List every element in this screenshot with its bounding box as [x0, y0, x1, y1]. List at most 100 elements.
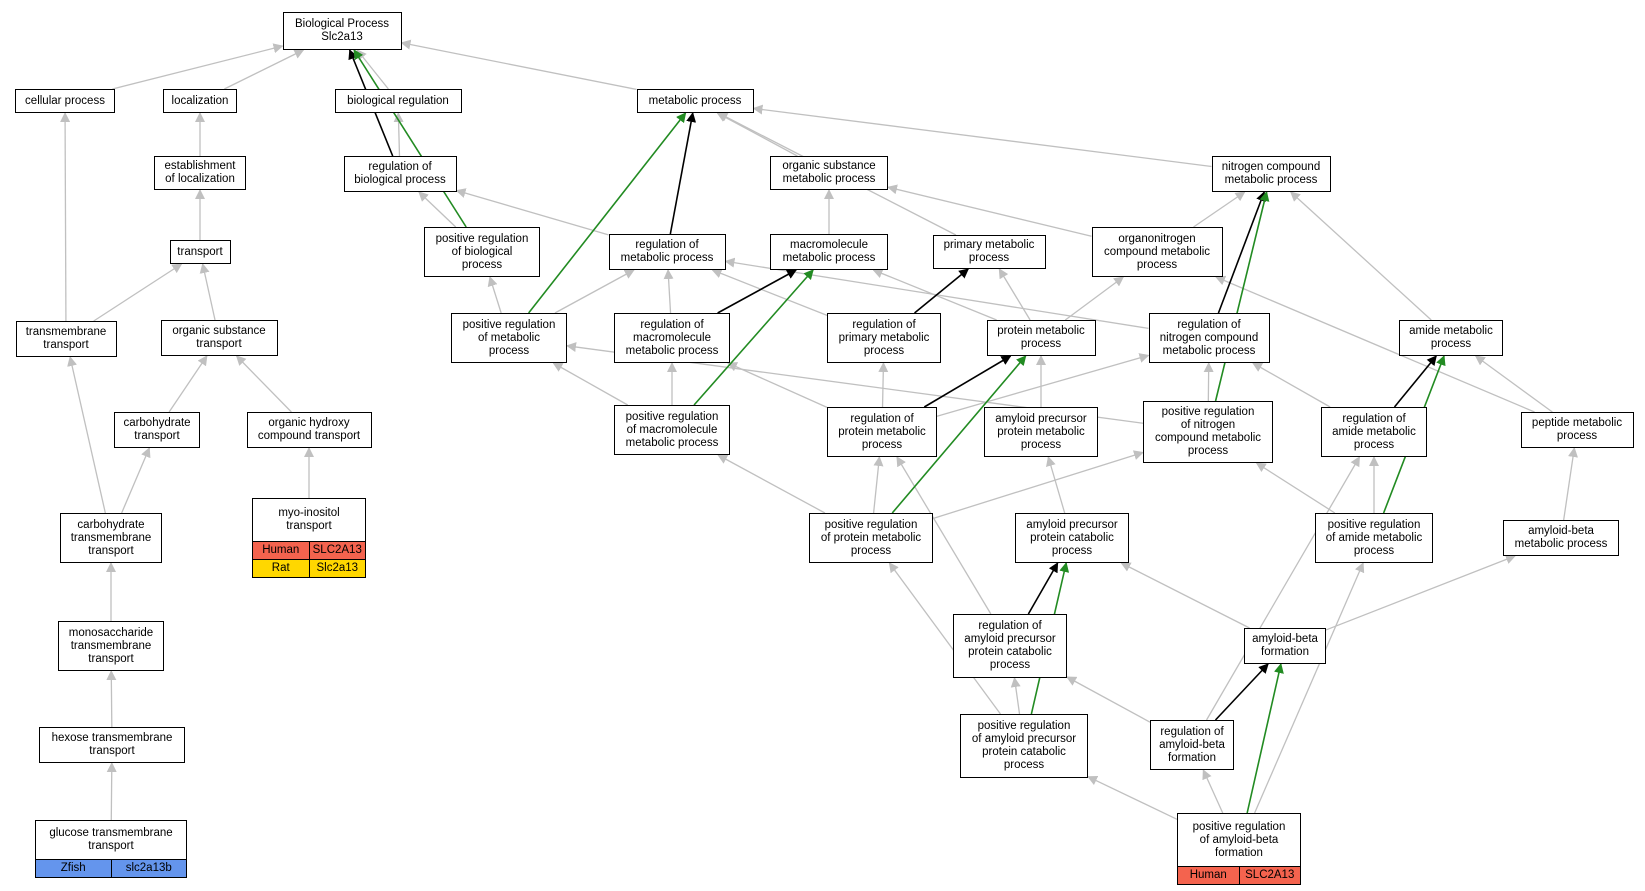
- edge-regulates: [923, 355, 1012, 408]
- edge-is-a: [1254, 562, 1365, 814]
- edge-is-a: [1252, 362, 1331, 408]
- go-term-biological-regulation[interactable]: biological regulation: [334, 89, 462, 113]
- edge-positively-regulates: [1246, 663, 1284, 814]
- edge-is-a: [93, 263, 183, 322]
- go-term-cellular-process[interactable]: cellular process: [15, 89, 115, 113]
- edge-positively-regulates: [693, 269, 814, 406]
- go-term-organic-substance-transport[interactable]: organic substance transport: [160, 320, 278, 356]
- go-term-positive-regulation-of-metabolic-process[interactable]: positive regulation of metabolic process: [451, 313, 567, 363]
- go-term-nitrogen-compound-metabolic-process[interactable]: nitrogen compound metabolic process: [1211, 156, 1331, 192]
- edge-is-a: [887, 184, 1092, 237]
- edge-is-a: [1325, 554, 1516, 631]
- species-cell: Human: [1178, 866, 1239, 884]
- go-term-label: myo-inositol transport: [278, 507, 340, 532]
- edge-is-a: [1046, 456, 1066, 514]
- go-term-primary-metabolic-process[interactable]: primary metabolic process: [932, 235, 1046, 269]
- go-term-amyloid-beta-formation[interactable]: amyloid-beta formation: [1244, 628, 1326, 664]
- go-term-monosaccharide-transmembrane-transport[interactable]: monosaccharide transmembrane transport: [58, 621, 164, 671]
- edge-is-a: [896, 456, 992, 615]
- edge-is-a: [1066, 676, 1151, 723]
- go-term-organic-substance-metabolic-process[interactable]: organic substance metabolic process: [770, 156, 888, 190]
- go-term-establishment-of-localization[interactable]: establishment of localization: [154, 156, 246, 190]
- edge-is-a: [1563, 447, 1578, 521]
- edge-is-a: [1010, 677, 1021, 715]
- edge-is-a: [554, 269, 635, 314]
- edge-is-a: [1087, 776, 1178, 820]
- edge-is-a: [1120, 562, 1250, 629]
- go-term-amide-metabolic-process[interactable]: amide metabolic process: [1399, 320, 1503, 356]
- species-cell: Zfish: [36, 859, 111, 877]
- go-term-positive-regulation-of-macromolecule-metabolic-process[interactable]: positive regulation of macromolecule met…: [614, 405, 730, 455]
- go-term-regulation-of-nitrogen-compound-metabolic-process[interactable]: regulation of nitrogen compound metaboli…: [1148, 313, 1270, 363]
- go-term-regulation-of-amyloid-beta-formation[interactable]: regulation of amyloid-beta formation: [1150, 720, 1234, 770]
- go-term-regulation-of-amyloid-precursor-protein-catabolic-process[interactable]: regulation of amyloid precursor protein …: [953, 614, 1067, 678]
- go-term-protein-metabolic-process[interactable]: protein metabolic process: [986, 320, 1096, 356]
- edge-is-a: [932, 450, 1144, 520]
- edge-is-a: [106, 670, 117, 728]
- go-term-hexose-transmembrane-transport[interactable]: hexose transmembrane transport: [39, 727, 185, 763]
- go-term-positive-regulation-of-amyloid-beta-formation[interactable]: positive regulation of amyloid-beta form…: [1177, 813, 1301, 885]
- edge-positively-regulates: [891, 355, 1027, 514]
- edge-positively-regulates: [527, 112, 687, 314]
- edge-regulates: [914, 268, 970, 314]
- edge-is-a: [872, 268, 997, 321]
- gene-cell: slc2a13b: [110, 859, 186, 877]
- edge-is-a: [936, 353, 1150, 417]
- go-term-positive-regulation-of-nitrogen-compound-metabolic-process[interactable]: positive regulation of nitrogen compound…: [1143, 401, 1273, 463]
- go-term-regulation-of-protein-metabolic-process[interactable]: regulation of protein metabolic process: [827, 407, 937, 457]
- edge-is-a: [356, 49, 389, 90]
- go-term-label: glucose transmembrane transport: [49, 827, 173, 852]
- edge-positively-regulates: [1214, 191, 1270, 402]
- go-term-organic-hydroxy-compound-transport[interactable]: organic hydroxy compound transport: [246, 412, 372, 448]
- edge-is-a: [1064, 276, 1125, 321]
- go-term-regulation-of-primary-metabolic-process[interactable]: regulation of primary metabolic process: [827, 313, 941, 363]
- edge-is-a: [552, 362, 629, 406]
- species-cell: Human: [253, 541, 309, 560]
- edge-is-a: [1255, 462, 1336, 514]
- go-term-localization[interactable]: localization: [163, 89, 237, 113]
- go-term-positive-regulation-of-biological-process[interactable]: positive regulation of biological proces…: [424, 227, 540, 277]
- edge-is-a: [112, 43, 284, 90]
- go-term-root[interactable]: Biological Process Slc2a13: [282, 12, 402, 50]
- go-term-positive-regulation-of-protein-metabolic-process[interactable]: positive regulation of protein metabolic…: [809, 513, 933, 563]
- go-term-carbohydrate-transmembrane-transport[interactable]: carbohydrate transmembrane transport: [60, 513, 162, 563]
- go-term-regulation-of-metabolic-process[interactable]: regulation of metabolic process: [608, 234, 726, 270]
- edge-is-a: [716, 112, 798, 157]
- go-term-metabolic-process[interactable]: metabolic process: [636, 89, 754, 113]
- edge-is-a: [726, 362, 828, 408]
- edge-is-a: [1474, 355, 1553, 413]
- go-term-regulation-of-amide-metabolic-process[interactable]: regulation of amide metabolic process: [1321, 407, 1427, 457]
- edge-is-a: [455, 188, 609, 236]
- go-term-organonitrogen-compound-metabolic-process[interactable]: organonitrogen compound metabolic proces…: [1091, 227, 1223, 277]
- go-term-carbohydrate-transport[interactable]: carbohydrate transport: [114, 412, 200, 448]
- go-term-peptide-metabolic-process[interactable]: peptide metabolic process: [1520, 412, 1634, 448]
- edge-is-a: [663, 269, 674, 314]
- gene-cell: Slc2a13: [308, 559, 365, 577]
- edge-is-a: [1202, 769, 1224, 814]
- edge-regulates: [669, 112, 697, 235]
- go-term-regulation-of-macromolecule-metabolic-process[interactable]: regulation of macromolecule metabolic pr…: [614, 313, 730, 363]
- go-term-macromolecule-metabolic-process[interactable]: macromolecule metabolic process: [770, 234, 888, 270]
- go-term-amyloid-precursor-protein-metabolic-process[interactable]: amyloid precursor protein metabolic proc…: [984, 407, 1098, 457]
- edge-is-a: [998, 268, 1031, 321]
- go-term-regulation-of-biological-process[interactable]: regulation of biological process: [343, 156, 457, 192]
- go-term-amyloid-precursor-protein-catabolic-process[interactable]: amyloid precursor protein catabolic proc…: [1015, 513, 1129, 563]
- edge-is-a: [168, 355, 208, 413]
- go-term-amyloid-beta-metabolic-process[interactable]: amyloid-beta metabolic process: [1503, 520, 1619, 556]
- edge-is-a: [487, 276, 502, 314]
- edge-regulates: [1393, 355, 1437, 408]
- edge-is-a: [224, 49, 305, 90]
- go-term-positive-regulation-of-amide-metabolic-process[interactable]: positive regulation of amide metabolic p…: [1315, 513, 1433, 563]
- edge-is-a: [872, 456, 884, 514]
- go-term-transport[interactable]: transport: [169, 240, 231, 264]
- go-term-transmembrane-transport[interactable]: transmembrane transport: [15, 321, 117, 357]
- go-term-positive-regulation-of-amyloid-precursor-protein-catabolic-process[interactable]: positive regulation of amyloid precursor…: [960, 714, 1088, 778]
